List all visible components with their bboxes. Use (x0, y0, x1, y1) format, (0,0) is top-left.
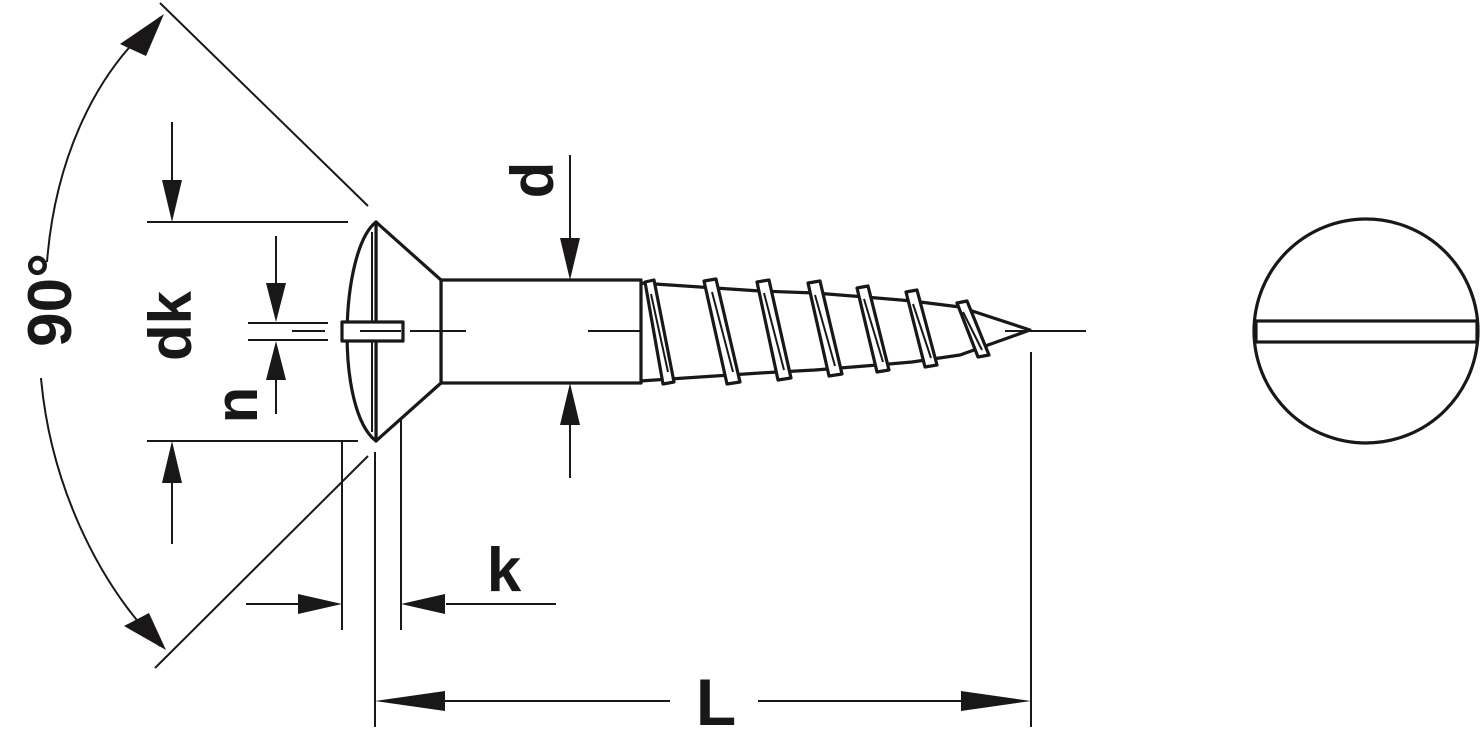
dk-label: dk (137, 290, 204, 361)
angle-arrow-lower (124, 613, 166, 650)
head-height-dimension: k (246, 358, 556, 630)
angle-arrow-upper (120, 14, 164, 56)
shank-diameter-dimension: d (499, 155, 580, 478)
angle-dimension: 90° (16, 2, 369, 669)
n-arrow-top (266, 283, 286, 322)
angle-arc-lower (40, 377, 161, 647)
l-arrow-left (375, 691, 445, 711)
k-label: k (487, 536, 522, 605)
thread-grooves (650, 291, 983, 373)
top-view-slot (1254, 319, 1479, 344)
n-arrow-bottom (266, 341, 286, 380)
k-arrow-left (298, 594, 342, 614)
l-arrow-right (961, 691, 1031, 711)
length-dimension: L (374, 352, 1032, 730)
slot-width-dimension: n (203, 236, 328, 423)
d-label: d (499, 162, 566, 199)
k-arrow-right (401, 594, 445, 614)
countersink-extension-upper (159, 2, 369, 207)
angle-label: 90° (16, 253, 85, 347)
l-label: L (696, 665, 736, 730)
n-label: n (203, 387, 270, 424)
dk-arrow-top (162, 180, 182, 222)
dk-arrow-bottom (162, 441, 182, 483)
screw-side-view (340, 220, 1032, 443)
head-diameter-dimension: dk (137, 122, 358, 544)
d-arrow-bottom (560, 383, 580, 425)
screw-head-top-view (1252, 217, 1480, 445)
d-arrow-top (560, 238, 580, 280)
countersink-extension-lower (154, 455, 369, 669)
